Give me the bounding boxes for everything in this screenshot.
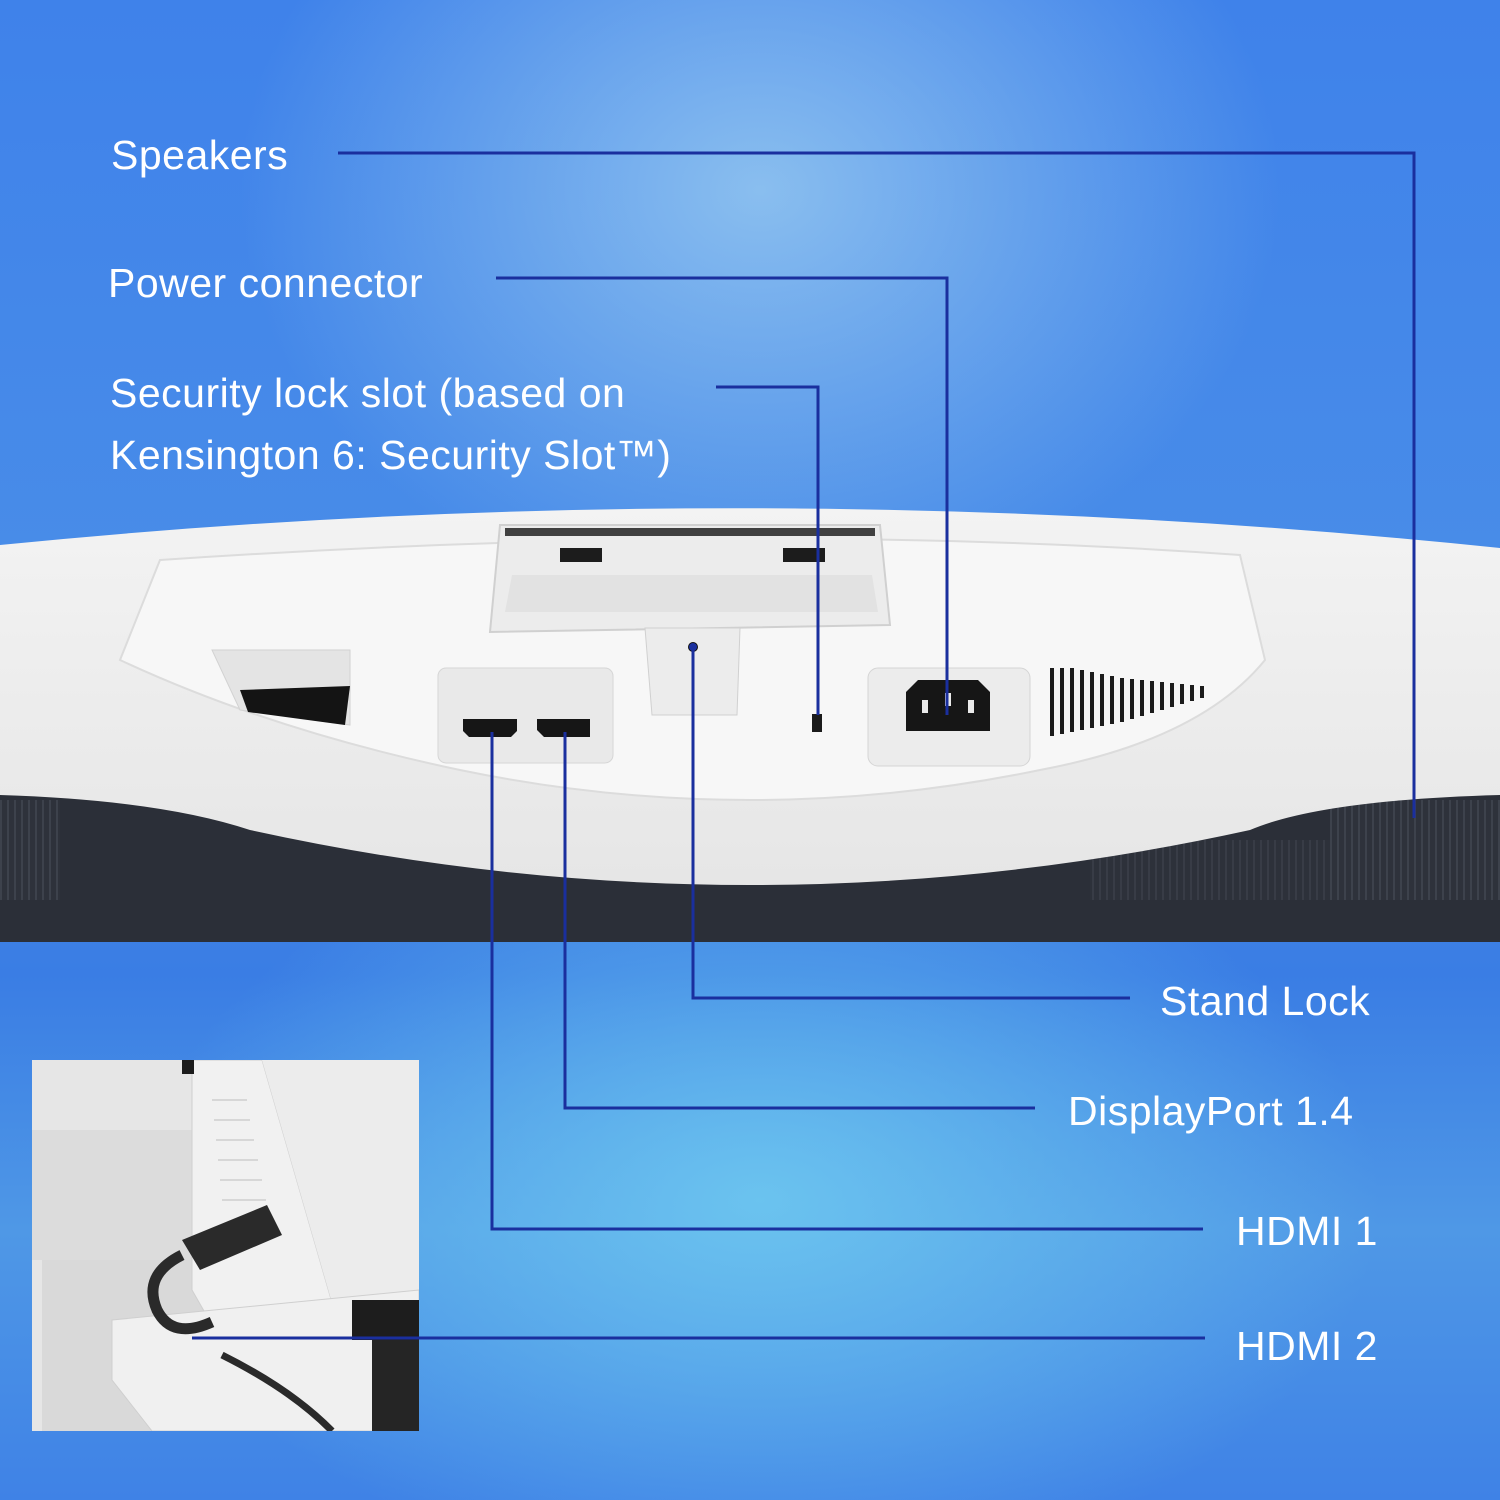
label-security-line-2: Kensington 6: Security Slot™)	[110, 432, 672, 478]
speaker-grille-left	[0, 800, 60, 900]
mount-slot-right	[783, 548, 825, 562]
leader-security	[716, 385, 820, 715]
mount-slot-left	[560, 548, 602, 562]
leader-hdmi1	[490, 732, 1203, 1231]
mount-inner-floor	[505, 575, 878, 612]
label-speakers: Speakers	[111, 132, 289, 178]
port-block	[437, 667, 614, 764]
displayport-port-icon	[537, 719, 590, 737]
hdmi-port-icon	[463, 719, 517, 737]
label-power-connector: Power connector	[108, 260, 424, 306]
mount-vent-top	[505, 528, 875, 536]
leader-displayport	[563, 732, 1035, 1110]
left-cavity-shadow	[240, 686, 350, 725]
leader-stand-lock	[691, 650, 1130, 1000]
label-stand-lock: Stand Lock	[1160, 978, 1371, 1024]
leader-power	[496, 276, 949, 715]
security-slot-icon	[812, 714, 822, 732]
power-pin-left	[922, 700, 928, 713]
inset-cable-illustration	[32, 1060, 419, 1431]
hdmi-cable-icon	[182, 1205, 282, 1270]
label-displayport: DisplayPort 1.4	[1068, 1088, 1354, 1134]
side-vents	[1050, 668, 1204, 736]
power-pin-right	[968, 700, 974, 713]
inset-cable-photo	[32, 1060, 419, 1431]
leader-dot-stand-lock	[689, 643, 697, 651]
label-security-line-1: Security lock slot (based on	[110, 370, 626, 416]
leader-speakers	[338, 151, 1416, 818]
label-hdmi-2: HDMI 2	[1236, 1323, 1378, 1369]
label-hdmi-1: HDMI 1	[1236, 1208, 1378, 1254]
label-security-lock-slot: Security lock slot (based on Kensington …	[110, 362, 671, 486]
